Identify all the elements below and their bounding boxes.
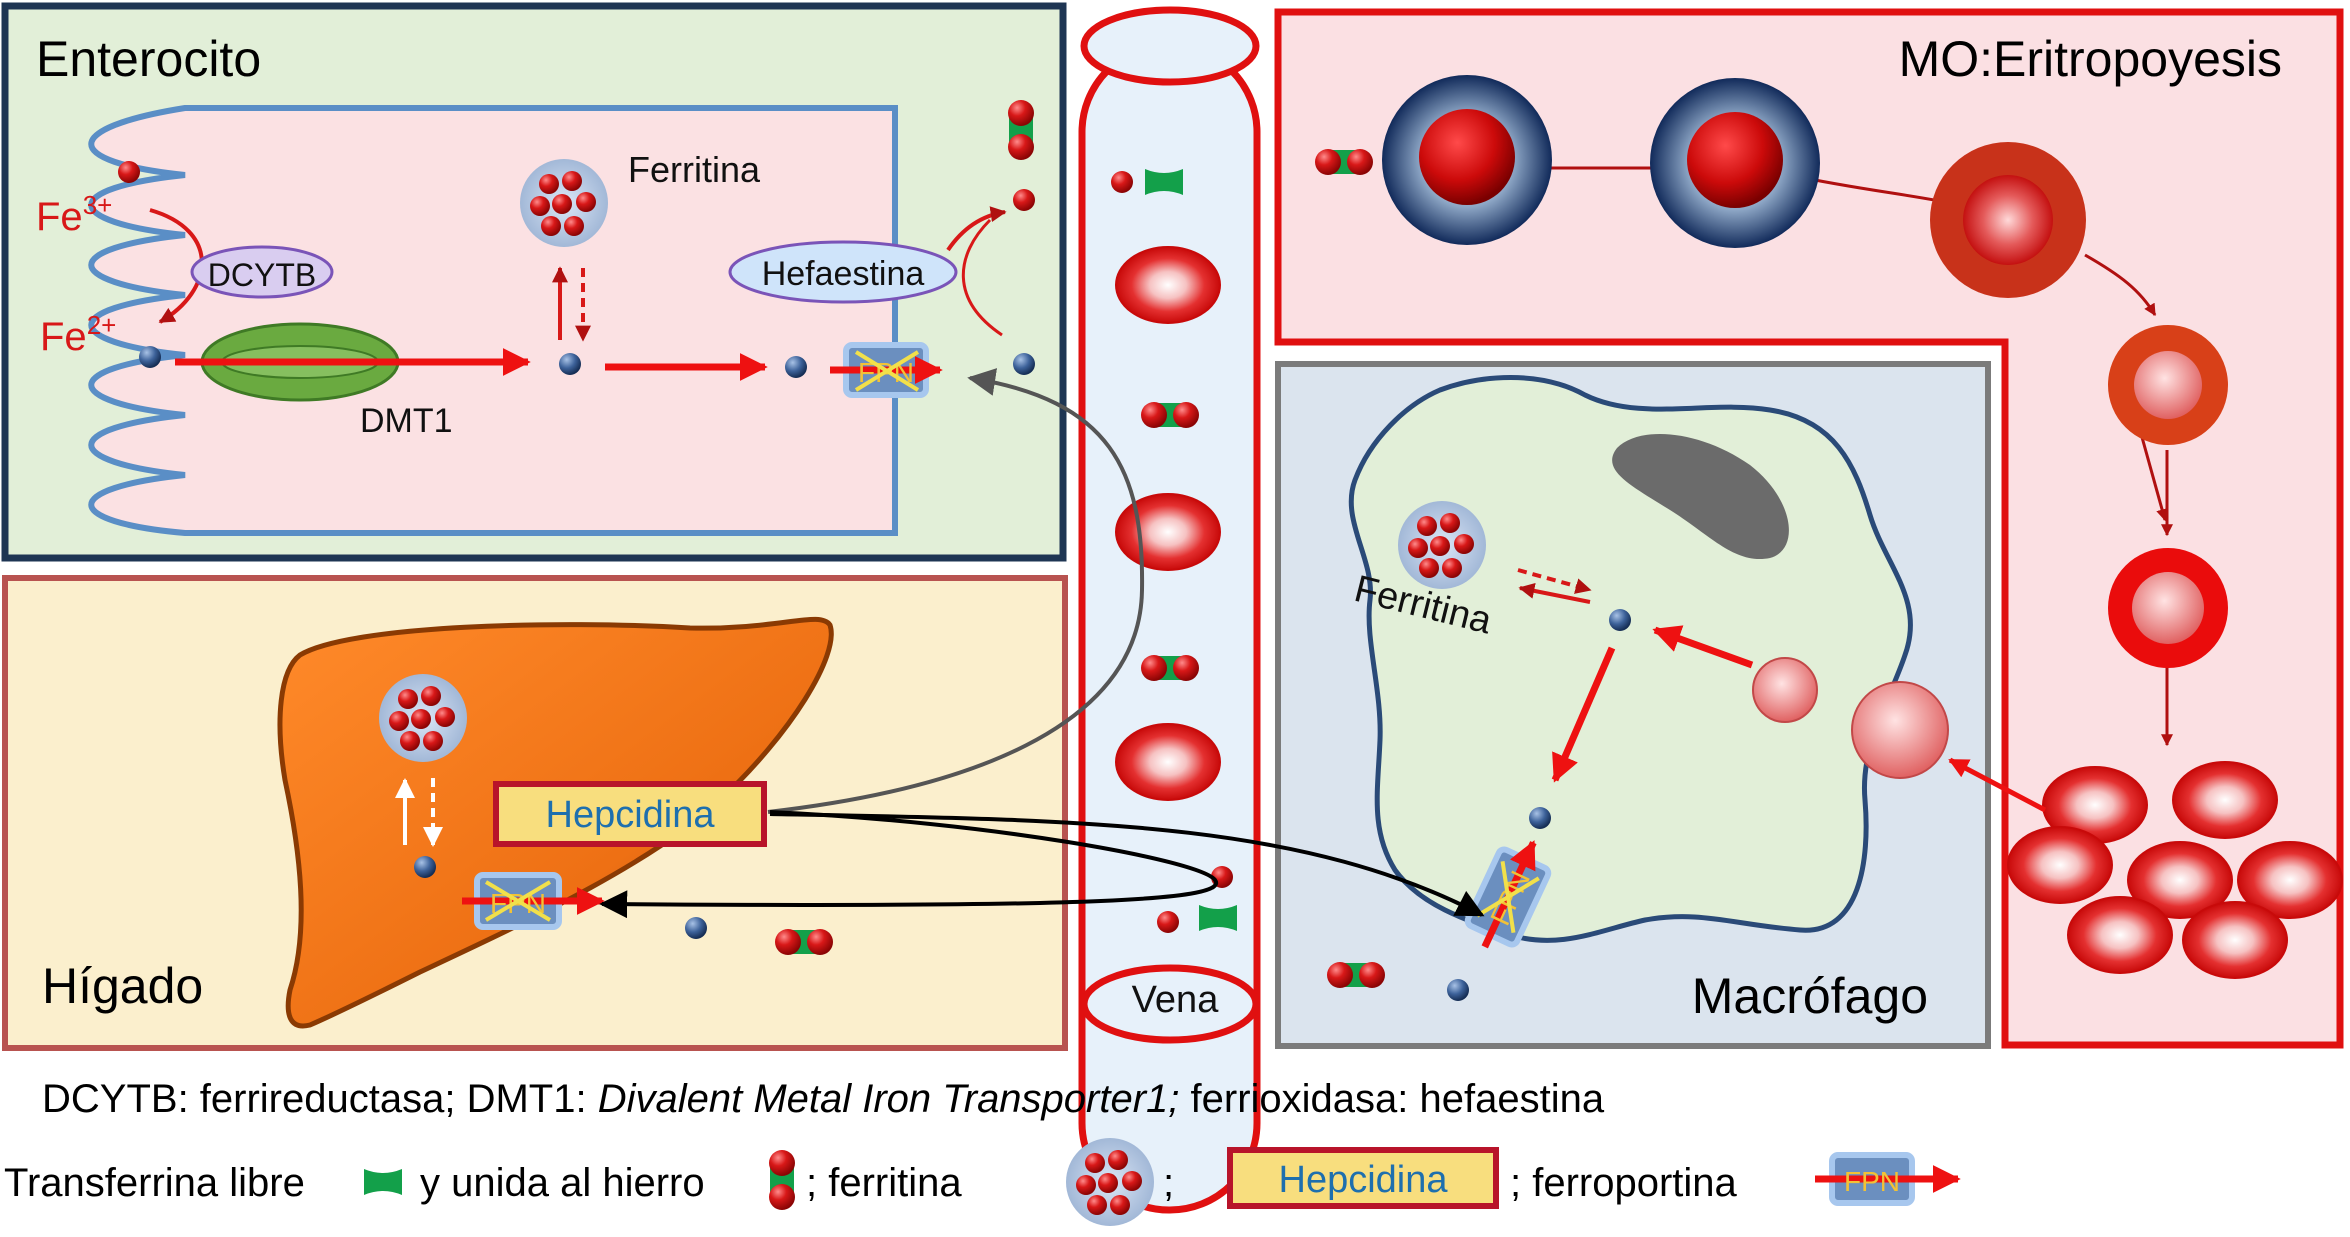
exported-iron (1013, 353, 1035, 375)
marrow-rbc-2 (2172, 761, 2278, 839)
fe3-exported (1013, 189, 1035, 211)
fe2-label: Fe2+ (40, 310, 116, 359)
legend-line-1: DCYTB: ferrireductasa; DMT1: Divalent Me… (42, 1077, 1605, 1121)
vein-rbc-2 (1115, 493, 1221, 571)
marrow-holo-transferrin (1315, 149, 1373, 175)
fe3-label: Fe3+ (36, 190, 112, 239)
hefaestina-label: Hefaestina (762, 255, 925, 293)
fpn-higado: FPN (462, 872, 605, 930)
legend-fpn-icon: FPN (1815, 1152, 1961, 1206)
legend-ferritina-text: ; ferritina (806, 1161, 962, 1205)
legend: DCYTB: ferrireductasa; DMT1: Divalent Me… (4, 1077, 1961, 1226)
hepcidin-arrows (599, 368, 1485, 919)
legend-transferrin-free-icon (364, 1169, 402, 1195)
vena-label: Vena (1132, 979, 1220, 1021)
vein-rbc-1 (1115, 246, 1221, 324)
legend-unida-hierro: y unida al hierro (420, 1161, 705, 1205)
hefaestina-ellipse (728, 240, 958, 304)
legend-holo-transferrin-icon (769, 1150, 795, 1210)
eritropoyesis-title: MO:Eritropoyesis (1899, 31, 2282, 87)
macrophage-iron-2 (1529, 807, 1551, 829)
phagocytosed-rbc (1752, 657, 1818, 723)
ferritina-enterocito-label: Ferritina (628, 149, 761, 190)
legend-transferrina-libre: Transferrina libre (4, 1161, 305, 1205)
eritropoyesis-panel: MO:Eritropoyesis (1274, 8, 2344, 1049)
enterocito-title: Enterocito (36, 31, 261, 87)
fe2-ion (139, 346, 161, 368)
enterocyte-cell (88, 105, 898, 536)
dcytb-label: DCYTB (208, 257, 316, 293)
ferritina-higado (379, 674, 467, 762)
legend-hepcidina-label: Hepcidina (1279, 1159, 1449, 1201)
fpn-macrofago: FPN (1464, 840, 1552, 949)
dcytb-ellipse (190, 245, 334, 299)
plasma-iron (685, 917, 707, 939)
marrow-rbc-7 (2182, 901, 2288, 979)
macrofago-title: Macrófago (1692, 968, 1928, 1024)
vein-iron-3 (1157, 911, 1179, 933)
marrow-rbc-3 (2007, 826, 2113, 904)
legend-ferroportina-text: ; ferroportina (1510, 1161, 1738, 1205)
higado-panel: Hígado FPN Hepcidina (2, 575, 1068, 1051)
vein-holo-transferrin-1 (1141, 402, 1199, 428)
vein-iron (1111, 171, 1133, 193)
vein-holo-transferrin-2 (1141, 655, 1199, 681)
holo-transferrin-top (1008, 100, 1034, 160)
vena-panel: Vena (1078, 6, 1261, 1214)
enterocito-panel: Enterocito Fe3+ DCYTB Fe2+ DMT1 Ferritin… (1, 2, 1067, 562)
macrophage-nucleus (1612, 433, 1789, 560)
macrophage-holo-transferrin (1327, 962, 1385, 988)
dmt1-label: DMT1 (360, 402, 453, 440)
intracellular-iron (559, 353, 581, 375)
holo-transferrin-plasma (775, 929, 833, 955)
macrophage-iron (1609, 609, 1631, 631)
legend-ferritin-icon (1066, 1138, 1154, 1226)
fe3-ion (118, 161, 140, 183)
iron-to-fpn (785, 356, 807, 378)
senescent-rbc (1851, 681, 1949, 779)
macrofago-panel: Macrófago Ferritina FPN (1275, 361, 2047, 1049)
higado-title: Hígado (42, 958, 203, 1014)
vein-rbc-3 (1115, 723, 1221, 801)
released-iron (1447, 979, 1469, 1001)
hepcidina-box (493, 781, 767, 847)
ferritina-macrofago (1398, 501, 1486, 589)
fpn-enterocito: FPN (830, 342, 943, 398)
hepatic-iron (414, 856, 436, 878)
legend-hepcidina-box (1227, 1147, 1499, 1209)
ferritina-enterocito (520, 159, 608, 247)
svg-text:FPN: FPN (1844, 1166, 1900, 1197)
hepcidina-label: Hepcidina (546, 794, 716, 836)
legend-separator: ; (1163, 1161, 1174, 1205)
marrow-rbc-6 (2067, 896, 2173, 974)
